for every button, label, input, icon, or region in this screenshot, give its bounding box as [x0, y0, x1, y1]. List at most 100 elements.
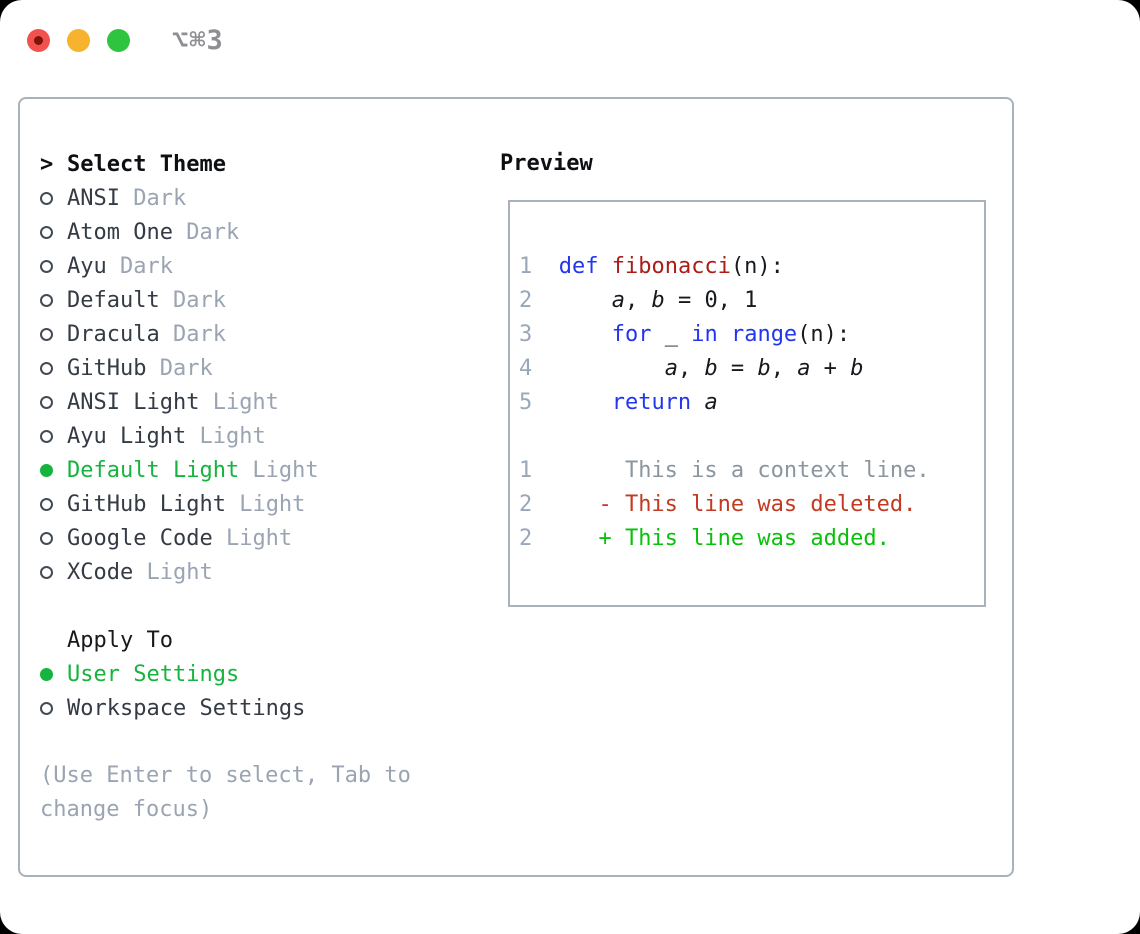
- radio-icon: [40, 191, 67, 205]
- theme-option-default-light[interactable]: Default Light Light: [40, 453, 424, 487]
- code-token: [718, 322, 731, 347]
- spacer: [40, 589, 424, 623]
- code-token: (n):: [730, 254, 784, 279]
- theme-variant-label: Dark: [119, 185, 187, 211]
- code-token: b: [757, 356, 771, 381]
- code-line: 1 def fibonacci(n):: [519, 250, 984, 284]
- code-token: - This line was deleted.: [558, 492, 917, 517]
- option-label: Workspace Settings: [67, 695, 306, 721]
- apply-option-workspace-settings[interactable]: Workspace Settings: [40, 691, 424, 725]
- apply-option-user-settings[interactable]: User Settings: [40, 657, 424, 691]
- theme-option-ansi[interactable]: ANSI Dark: [40, 181, 424, 215]
- code-token: [559, 288, 612, 313]
- code-token: a: [704, 390, 718, 415]
- theme-variant-label: Dark: [159, 321, 226, 347]
- radio-icon: [40, 497, 67, 511]
- hint-text: (Use Enter to select, Tab to change focu…: [40, 763, 411, 822]
- apply-to-header-row: Apply To: [40, 623, 424, 657]
- theme-option-atom-one[interactable]: Atom One Dark: [40, 215, 424, 249]
- radio-icon: [40, 327, 67, 341]
- theme-option-github[interactable]: GitHub Dark: [40, 351, 424, 385]
- code-token: def: [558, 254, 599, 279]
- code-token: = 0, 1: [664, 288, 758, 313]
- code-token: [691, 390, 704, 415]
- option-label: GitHub Light: [67, 491, 226, 517]
- code-token: b: [651, 288, 665, 313]
- code-token: =: [717, 356, 758, 381]
- code-token: +: [810, 356, 851, 381]
- line-number: 4: [519, 356, 533, 381]
- radio-icon: [40, 395, 67, 409]
- radio-icon: [40, 259, 67, 273]
- theme-option-default[interactable]: Default Dark: [40, 283, 424, 317]
- line-number: 2: [519, 492, 533, 517]
- theme-option-github-light[interactable]: GitHub Light Light: [40, 487, 424, 521]
- code-token: a: [664, 356, 678, 381]
- code-token: a: [611, 288, 625, 313]
- code-token: + This line was added.: [558, 526, 890, 551]
- minimize-button[interactable]: [67, 29, 90, 52]
- code-line: 4 a, b = b, a + b: [519, 352, 984, 386]
- code-token: (n):: [797, 322, 851, 347]
- option-label: ANSI: [67, 185, 120, 211]
- code-token: b: [704, 356, 718, 381]
- line-number: 1: [519, 254, 533, 279]
- code-line: 2 + This line was added.: [519, 522, 984, 556]
- theme-option-ayu[interactable]: Ayu Dark: [40, 249, 424, 283]
- theme-variant-label: Dark: [146, 355, 213, 381]
- titlebar: ⌥⌘3: [27, 25, 224, 56]
- line-number: 2: [519, 526, 533, 551]
- code-token: [598, 254, 611, 279]
- code-token: [559, 356, 665, 381]
- line-number: 2: [519, 288, 533, 313]
- radio-icon: [40, 701, 67, 715]
- theme-variant-label: Light: [239, 457, 319, 483]
- theme-variant-label: Light: [133, 559, 213, 585]
- theme-variant-label: Light: [212, 525, 293, 551]
- code-line: [519, 420, 984, 454]
- radio-icon: [40, 429, 67, 443]
- code-token: This is a context line.: [558, 458, 930, 483]
- apply-to-title: Apply To: [67, 627, 173, 653]
- theme-option-dracula[interactable]: Dracula Dark: [40, 317, 424, 351]
- code-token: [559, 322, 612, 347]
- theme-variant-label: Light: [225, 491, 306, 517]
- code-token: range: [730, 322, 798, 347]
- code-line: 5 return a: [519, 386, 984, 420]
- theme-option-google-code[interactable]: Google Code Light: [40, 521, 424, 555]
- radio-icon: [40, 361, 67, 375]
- close-button[interactable]: [27, 29, 50, 52]
- maximize-button[interactable]: [107, 29, 130, 52]
- radio-icon: [40, 225, 67, 239]
- code-token: fibonacci: [611, 254, 731, 279]
- code-line: 2 - This line was deleted.: [519, 488, 984, 522]
- theme-option-ansi-light[interactable]: ANSI Light Light: [40, 385, 424, 419]
- theme-variant-label: Dark: [106, 253, 173, 279]
- code-token: a: [797, 356, 811, 381]
- theme-variant-label: Light: [199, 389, 279, 415]
- select-theme-header-row: > Select Theme: [40, 147, 424, 181]
- code-token: for: [611, 322, 652, 347]
- radio-icon: [40, 293, 67, 307]
- code-token: ,: [677, 356, 705, 381]
- code-token: b: [850, 356, 864, 381]
- option-label: Default: [67, 287, 160, 313]
- theme-option-ayu-light[interactable]: Ayu Light Light: [40, 419, 424, 453]
- option-label: Default Light: [67, 457, 240, 483]
- theme-option-xcode[interactable]: XCode Light: [40, 555, 424, 589]
- option-label: Google Code: [67, 525, 213, 551]
- radio-selected-icon: [40, 667, 67, 681]
- line-number: 1: [519, 458, 533, 483]
- select-theme-title: Select Theme: [67, 151, 226, 177]
- cursor-indicator: >: [40, 151, 54, 177]
- option-label: Ayu Light: [67, 423, 187, 449]
- option-label: ANSI Light: [67, 389, 200, 415]
- theme-variant-label: Dark: [172, 219, 240, 245]
- radio-selected-icon: [40, 463, 67, 477]
